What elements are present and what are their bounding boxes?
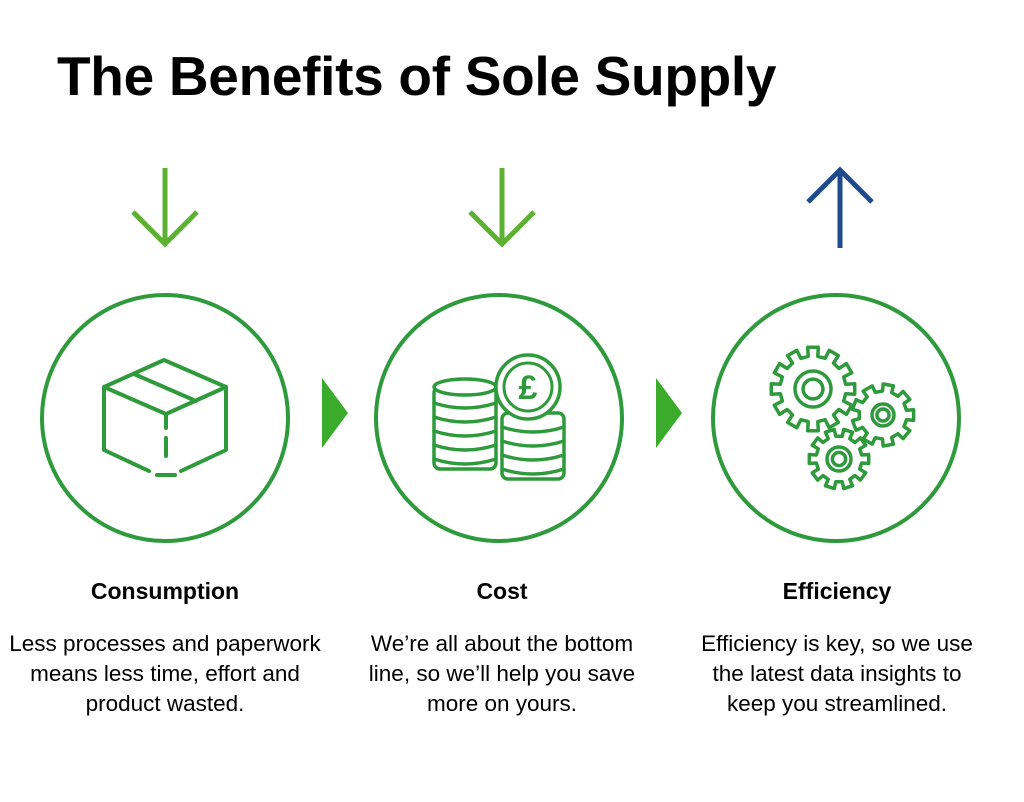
benefit-cost: £ Cost We’re all about the bottom line, … — [332, 0, 672, 802]
arrow-up-icon — [806, 166, 874, 248]
page-title: The Benefits of Sole Supply — [57, 45, 777, 107]
bottom-gear — [807, 427, 871, 491]
benefit-description: Less processes and paperwork means less … — [9, 631, 321, 716]
gears-icon — [769, 345, 916, 491]
arrow-down-icon — [131, 168, 199, 248]
arrow-down-icon — [468, 168, 536, 248]
benefit-heading: Cost — [476, 578, 528, 604]
pound-symbol: £ — [519, 369, 538, 407]
small-gear — [850, 382, 916, 448]
chevron-right-icon — [322, 378, 348, 448]
box-icon — [102, 358, 228, 477]
chevron-right-icon — [656, 378, 682, 448]
benefit-heading: Consumption — [90, 578, 240, 604]
benefit-efficiency: Efficiency Efficiency is key, so we use … — [667, 0, 1007, 802]
large-gear — [769, 345, 857, 433]
benefit-description: Efficiency is key, so we use the latest … — [701, 631, 973, 716]
consumption-circle — [40, 293, 290, 543]
coins-icon: £ — [432, 353, 566, 481]
benefit-description: We’re all about the bottom line, so we’l… — [368, 631, 636, 716]
benefit-consumption: Consumption Less processes and paperwork… — [0, 0, 335, 802]
cost-circle: £ — [374, 293, 624, 543]
benefit-heading: Efficiency — [782, 578, 892, 604]
efficiency-circle — [711, 293, 961, 543]
